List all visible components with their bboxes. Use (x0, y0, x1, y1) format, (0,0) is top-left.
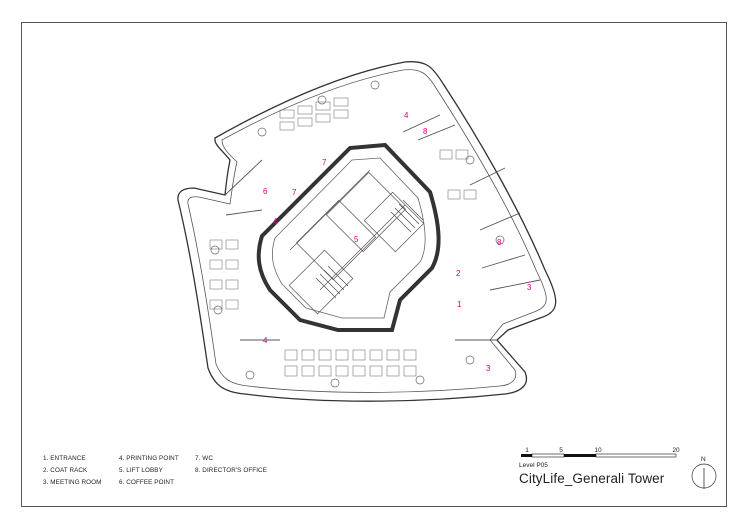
north-label: N (701, 456, 706, 463)
legend-item: 6. COFFEE POINT (119, 479, 175, 486)
legend-item: 8. DIRECTOR'S OFFICE (195, 467, 268, 474)
level-label: Level P05 (519, 462, 548, 469)
scale-tick-label: 1 (525, 447, 529, 454)
legend-item: 2. COAT RACK (43, 467, 88, 474)
legend-item: 1. ENTRANCE (43, 455, 86, 462)
legend: 1. ENTRANCE 4. PRINTING POINT 7. WC 2. C… (43, 455, 275, 486)
room-label: 3 (486, 364, 491, 373)
inner-facade (187, 69, 547, 393)
room-labels: 1 2 3 3 4 4 4 5 6 7 7 8 8 (263, 111, 532, 373)
legend-item: 7. WC (195, 455, 213, 462)
legend-item: 5. LIFT LOBBY (119, 467, 163, 474)
scale-tick-label: 20 (672, 447, 680, 454)
stair-hatching (315, 199, 424, 299)
core-shafts (288, 169, 425, 315)
room-label: 7 (292, 188, 297, 197)
core-inner (271, 157, 426, 319)
room-label: 7 (322, 158, 327, 167)
legend-item: 3. MEETING ROOM (43, 479, 102, 486)
legend-item: 4. PRINTING POINT (119, 455, 179, 462)
room-label: 8 (423, 127, 428, 136)
partitions (224, 114, 541, 341)
scale-tick-label: 5 (559, 447, 563, 454)
structural-columns (210, 80, 505, 388)
scale-tick-label: 10 (594, 447, 602, 454)
room-label: 4 (404, 111, 409, 120)
room-label: 4 (273, 217, 278, 226)
outer-facade (177, 60, 557, 402)
room-label: 1 (457, 300, 462, 309)
scale-bar (521, 453, 677, 458)
room-label: 6 (263, 187, 268, 196)
north-arrow-icon (691, 463, 717, 489)
room-label: 4 (263, 336, 268, 345)
drawing-border (21, 22, 727, 507)
workstations (209, 97, 477, 377)
core-outline (256, 142, 441, 332)
room-label: 3 (527, 283, 532, 292)
room-label: 8 (497, 238, 502, 247)
room-label: 2 (456, 269, 461, 278)
project-title: CityLife_Generali Tower (519, 471, 665, 486)
room-label: 5 (354, 235, 359, 244)
